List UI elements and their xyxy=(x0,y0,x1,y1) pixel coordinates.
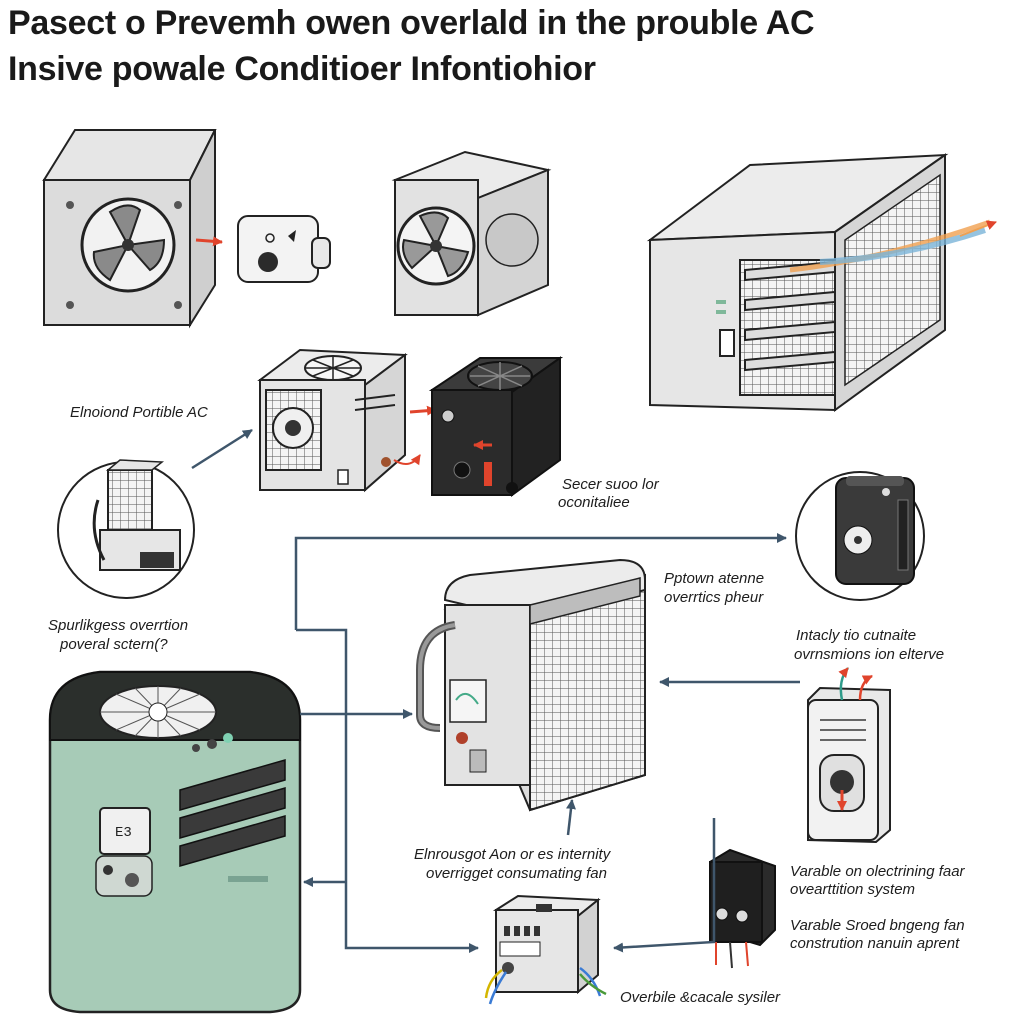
portable-ac-inset-icon xyxy=(57,459,195,599)
label-secer-line2: oconitaliee xyxy=(558,494,630,511)
main-ac-unit-icon xyxy=(416,558,646,812)
label-intacly-line2: ovrnsmions ion elterve xyxy=(794,646,945,663)
page-subtitle: Insive powale Conditioer Infontiohior xyxy=(8,50,596,88)
portable-ac-icon xyxy=(257,348,408,493)
controller-icon xyxy=(807,667,891,844)
label-varable-sroed-line2: constrution nanuin aprent xyxy=(790,935,960,952)
label-pptown-line2: overrtics pheur xyxy=(664,589,764,606)
label-elnrousgot-line1: Elnrousgot Aon or es internity xyxy=(414,846,611,863)
controller-inset-icon xyxy=(795,471,925,601)
label-spurlikgess-line2: poveral sctern(? xyxy=(60,636,168,653)
label-elnoiond-portible-ac: Elnoiond Portible AC xyxy=(70,404,208,421)
green-portable-ac-icon: E3 xyxy=(48,670,302,1014)
wall-ac-icon xyxy=(646,153,997,412)
connector-arrow xyxy=(195,236,223,247)
flow-connectors xyxy=(294,533,800,953)
label-secer-line1: Secer suoo lor xyxy=(562,476,659,493)
label-varable-olectrining-line1: Varable on olectrining faar xyxy=(790,863,965,880)
wall-fan-icon xyxy=(42,129,217,329)
label-varable-sroed-line1: Varable Sroed bngeng fan xyxy=(790,917,965,934)
junction-box-icon xyxy=(484,894,607,1005)
label-spurlikgess-line1: Spurlikgess overrtion xyxy=(48,617,189,634)
connector-arrow xyxy=(393,454,421,466)
svg-text:E3: E3 xyxy=(115,825,132,841)
black-fan-unit-icon xyxy=(428,356,564,497)
label-elnrousgot-line2: overrigget consumating fan xyxy=(426,865,607,882)
label-intacly-line1: Intacly tio cutnaite xyxy=(796,627,917,644)
relay-icon xyxy=(709,848,776,969)
label-varable-olectrining-line2: ovearttition system xyxy=(790,881,916,898)
box-fan-icon xyxy=(391,150,552,317)
thermostat-icon xyxy=(237,215,331,283)
page-title: Pasect o Prevemh owen overlald in the pr… xyxy=(8,4,815,42)
label-pptown-line1: Pptown atenne xyxy=(664,570,765,587)
label-overbile: Overbile &cacale sysiler xyxy=(620,989,781,1006)
connector-arrow xyxy=(191,428,253,470)
